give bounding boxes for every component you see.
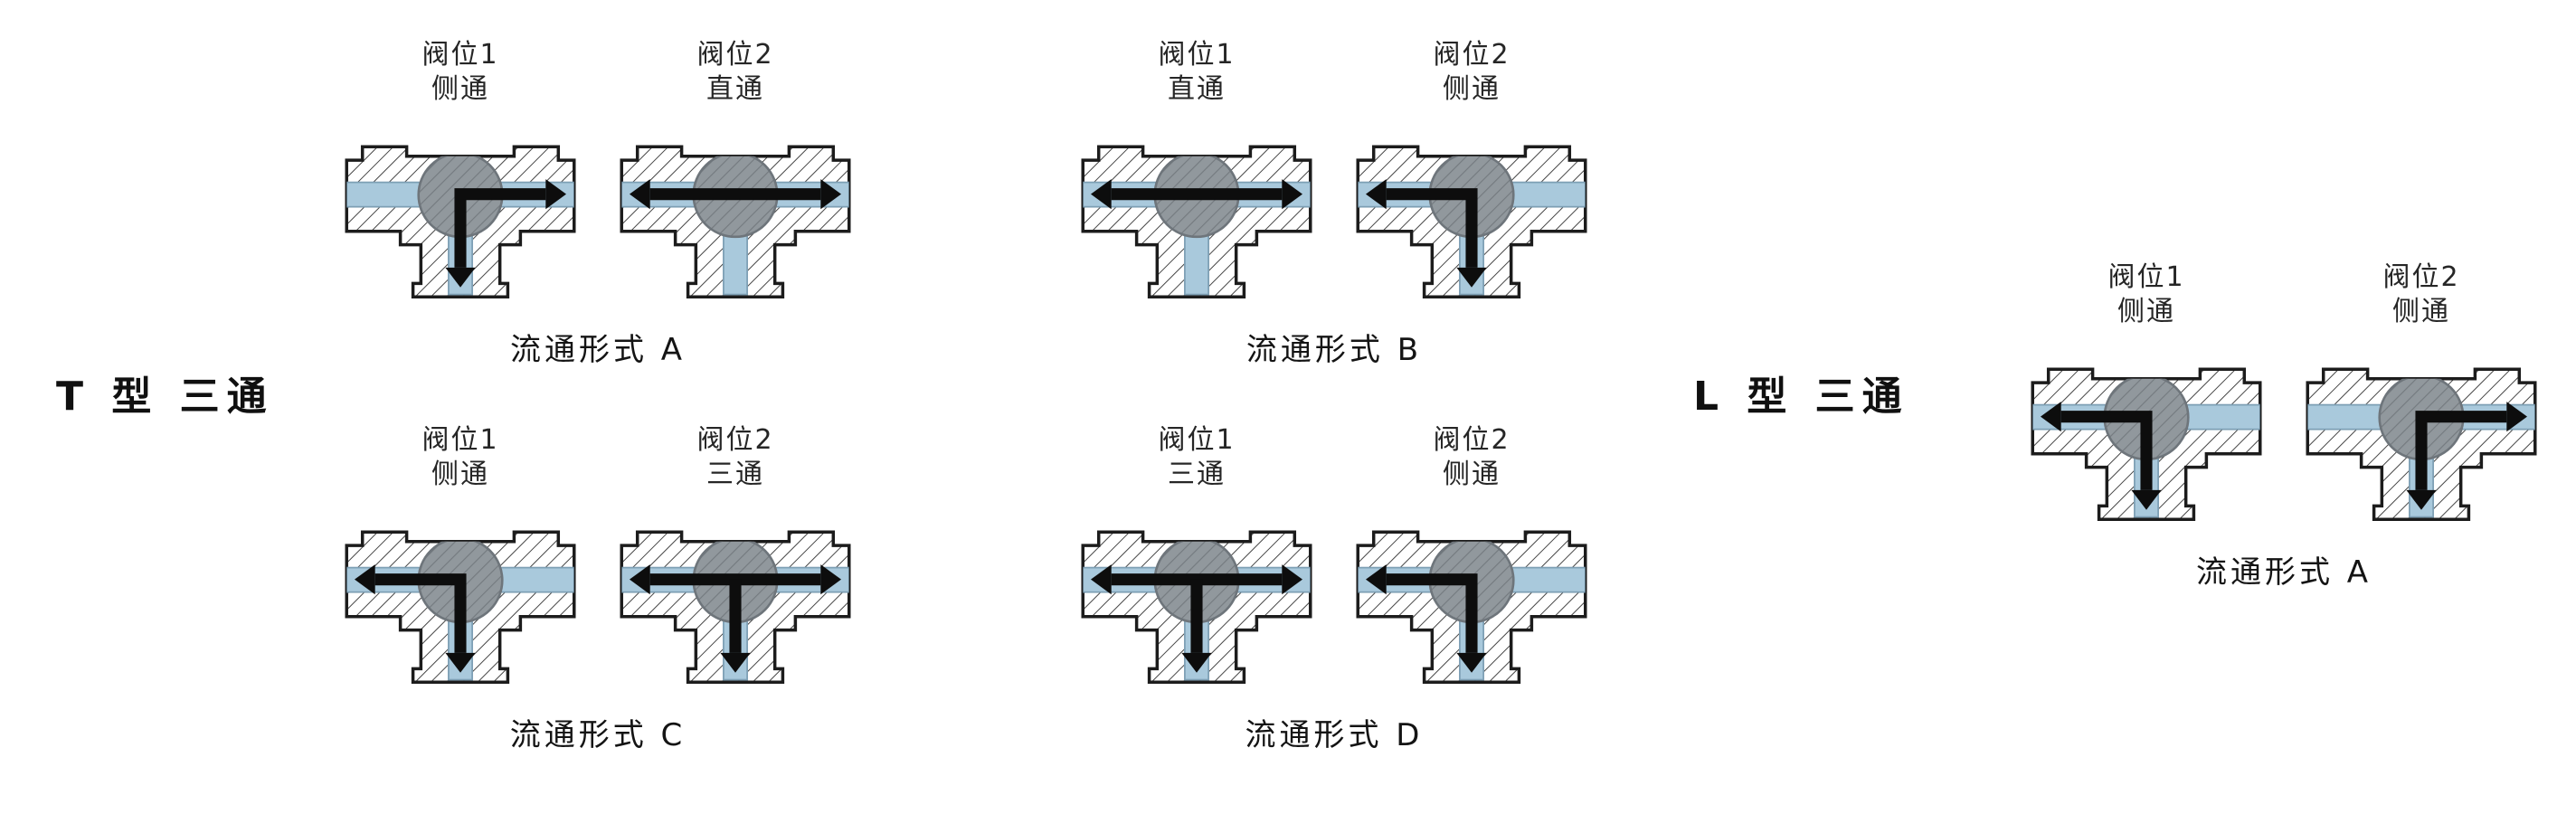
flow-form-caption: 流通形式 A — [2195, 554, 2372, 591]
arrowhead-right — [545, 178, 567, 210]
arrowhead-left — [629, 178, 650, 210]
arrowhead-right — [820, 178, 842, 210]
valve-position-label: 阀位1 — [1158, 39, 1236, 71]
flow-arrow-straight — [629, 178, 842, 210]
flow-arrow-straight — [1090, 178, 1303, 210]
arrowhead-down — [1456, 652, 1487, 673]
valve-mode-label: 侧通 — [2392, 296, 2450, 328]
valve-diagram — [1356, 145, 1587, 298]
valve-diagram — [1081, 530, 1312, 684]
valve-position-label: 阀位1 — [2107, 261, 2185, 293]
arrowhead-left — [354, 563, 375, 595]
valve-drawing — [617, 135, 854, 312]
valve-diagram — [620, 145, 851, 298]
valve-diagram — [345, 530, 576, 684]
valve-diagram — [2031, 367, 2262, 521]
valve-diagram — [1081, 145, 1312, 298]
valve-drawing — [2028, 357, 2265, 535]
flow-form-caption: 流通形式 C — [509, 716, 687, 753]
valve-drawing — [1353, 520, 1590, 697]
valve-position-label: 阀位1 — [421, 424, 499, 456]
arrowhead-right — [820, 563, 842, 595]
valve-drawing — [2303, 357, 2540, 535]
flow-form-caption: 流通形式 B — [1245, 331, 1423, 368]
flow-arrow-elbow-left — [354, 563, 476, 673]
valve-drawing — [617, 520, 854, 697]
valve-position-label: 阀位1 — [421, 39, 499, 71]
valve-drawing — [1078, 520, 1315, 697]
valve-diagram — [620, 530, 851, 684]
valve-diagram — [345, 145, 576, 298]
valve-position-label: 阀位2 — [1433, 424, 1511, 456]
arrowhead-left — [2040, 401, 2061, 432]
valve-position-label: 阀位2 — [696, 424, 774, 456]
flow-arrow-tee — [629, 563, 842, 673]
valve-mode-label: 侧通 — [1443, 459, 1501, 491]
valve-drawing — [342, 520, 579, 697]
arrowhead-right — [1282, 563, 1303, 595]
valve-position-label: 阀位2 — [696, 39, 774, 71]
arrowhead-left — [1365, 563, 1387, 595]
arrowhead-left — [1365, 178, 1387, 210]
arrowhead-down — [720, 652, 751, 673]
flow-arrow-elbow-right — [2406, 401, 2528, 510]
arrowhead-down — [445, 652, 476, 673]
valve-drawing — [342, 135, 579, 312]
flow-arrow-elbow-left — [1365, 178, 1487, 288]
section-title-t-type: T 型 三通 — [56, 374, 274, 420]
section-title-l-type: L 型 三通 — [1693, 374, 1909, 420]
valve-position-label: 阀位2 — [2382, 261, 2460, 293]
arrowhead-down — [1181, 652, 1212, 673]
valve-mode-label: 侧通 — [431, 73, 489, 106]
valve-mode-label: 直通 — [706, 73, 764, 106]
flow-form-caption: 流通形式 A — [509, 331, 687, 368]
valve-mode-label: 侧通 — [1443, 73, 1501, 106]
arrowhead-down — [2406, 489, 2437, 510]
valve-drawing — [1353, 135, 1590, 312]
valve-mode-label: 直通 — [1168, 73, 1226, 106]
arrowhead-right — [2506, 401, 2528, 432]
arrowhead-left — [629, 563, 650, 595]
valve-mode-label: 侧通 — [2117, 296, 2175, 328]
valve-position-label: 阀位1 — [1158, 424, 1236, 456]
arrowhead-down — [2131, 489, 2162, 510]
arrowhead-left — [1090, 563, 1112, 595]
flow-arrow-elbow-left — [1365, 563, 1487, 673]
arrowhead-down — [445, 267, 476, 288]
arrowhead-right — [1282, 178, 1303, 210]
valve-mode-label: 三通 — [1168, 459, 1226, 491]
valve-mode-label: 侧通 — [431, 459, 489, 491]
valve-drawing — [1078, 135, 1315, 312]
flow-arrow-elbow-right — [445, 178, 567, 288]
valve-diagram — [2306, 367, 2537, 521]
valve-mode-label: 三通 — [706, 459, 764, 491]
flow-arrow-tee — [1090, 563, 1303, 673]
valve-position-label: 阀位2 — [1433, 39, 1511, 71]
arrowhead-down — [1456, 267, 1487, 288]
flow-arrow-elbow-left — [2040, 401, 2162, 510]
valve-diagram — [1356, 530, 1587, 684]
arrowhead-left — [1090, 178, 1112, 210]
flow-form-caption: 流通形式 D — [1245, 716, 1424, 753]
